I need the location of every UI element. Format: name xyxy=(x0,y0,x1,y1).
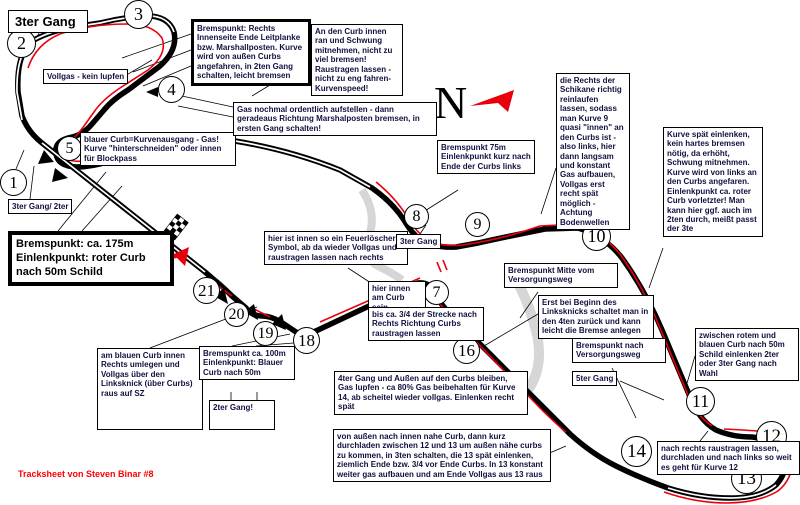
annotation-brems-mitte: Bremspunkt Mitte vom Versorgungsweg xyxy=(504,263,618,288)
annotation-brems-nach: Bremspunkt nach Versorgungsweg xyxy=(572,338,666,363)
annotation-gas-nochmal: Gas nochmal ordentlich aufstellen - dann… xyxy=(233,102,437,137)
north-label: N xyxy=(434,77,468,128)
corner-number-19: 19 xyxy=(253,321,278,346)
leader-line xyxy=(15,30,709,456)
annotation-gear5: 5ter Gang xyxy=(572,371,618,387)
annotation-gear2: 2ter Gang! xyxy=(209,400,275,430)
corner-number-21: 21 xyxy=(193,277,220,304)
corner-number-7: 7 xyxy=(424,280,449,305)
corner-number-18: 18 xyxy=(293,327,320,354)
annotation-erst-beginn: Erst bei Beginn des Linksknicks schaltet… xyxy=(538,295,654,339)
corner-number-3: 3 xyxy=(124,0,153,29)
annotation-brems-rechts: Bremspunkt: Rechts Innenseite Ende Leitp… xyxy=(191,19,311,86)
north-arrow-icon xyxy=(470,90,514,112)
annotation-dreiviertel: bis ca. 3/4 der Strecke nach Rechts Rich… xyxy=(368,307,484,342)
annotation-am-blauen: am blauen Curb innen Rechts umlegen und … xyxy=(97,348,203,430)
corner-number-20: 20 xyxy=(224,302,249,327)
annotation-nach-rechts: nach rechts raustragen lassen, durchlade… xyxy=(657,441,800,476)
corner-number-4: 4 xyxy=(158,76,185,103)
annotation-gang3-2: 3ter Gang/ 2ter xyxy=(8,199,73,215)
corner-number-14: 14 xyxy=(621,436,652,467)
annotation-von-aussen: von außen nach innen nahe Curb, dann kur… xyxy=(333,429,551,483)
annotation-schikane: die Rechts der Schikane richtig reinlauf… xyxy=(556,73,630,230)
annotation-vollgas: Vollgas - kein lupfen xyxy=(43,69,129,85)
annotation-kurve-spaet: Kurve spät einlenken, kein hartes bremse… xyxy=(663,127,763,237)
start-direction-arrow-icon xyxy=(159,247,189,266)
annotation-gear3-top: 3ter Gang xyxy=(8,10,88,34)
annotation-brems75: Bremspunkt 75m Einlenkpunkt kurz nach En… xyxy=(437,140,535,175)
annotation-brems175: Bremspunkt: ca. 175m Einlenkpunkt: roter… xyxy=(8,231,174,287)
annotation-gang4-aussen: 4ter Gang und Außen auf den Curbs bleibe… xyxy=(334,371,528,415)
annotation-brems100: Bremspunkt ca. 100m Einlenkpunkt: Blauer… xyxy=(199,346,295,381)
corner-number-11: 11 xyxy=(686,387,715,416)
annotation-an-den-curb: An den Curb innen ran und Schwung mitneh… xyxy=(311,24,403,97)
corner-number-1: 1 xyxy=(0,169,27,196)
corner-number-8: 8 xyxy=(404,204,429,229)
annotation-blauer-curb: blauer Curb=Kurvenausgang - Gas! Kurve "… xyxy=(80,132,236,167)
annotation-zwischen-curbs: zwischen rotem und blauen Curb nach 50m … xyxy=(695,328,799,382)
annotation-feuerloescher: hier ist innen so ein Feuerlöscher Symbo… xyxy=(264,231,408,266)
annotation-gear3-mid: 3ter Gang xyxy=(396,234,442,250)
credit-text: Tracksheet von Steven Binar #8 xyxy=(18,469,154,479)
corner-number-9: 9 xyxy=(465,212,490,237)
